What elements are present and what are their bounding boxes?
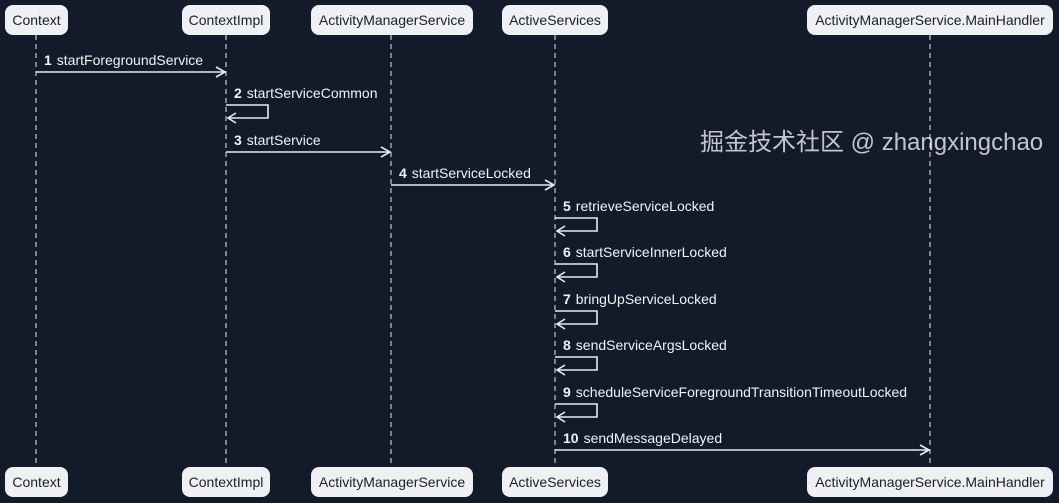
participant-contextimpl-top[interactable]: ContextImpl <box>182 5 270 35</box>
message-number: 10 <box>563 430 579 446</box>
message-label: 2 startServiceCommon <box>234 85 378 101</box>
message-number: 3 <box>234 132 242 148</box>
participant-label: ActivityManagerService.MainHandler <box>815 12 1045 28</box>
participant-label: ContextImpl <box>189 12 264 28</box>
message-8: 8 sendServiceArgsLocked <box>555 337 727 376</box>
message-label: 3 startService <box>234 132 321 148</box>
self-message-arrow <box>555 310 598 325</box>
participant-ams-top[interactable]: ActivityManagerService <box>311 5 473 35</box>
message-7: 7 bringUpServiceLocked <box>555 291 717 330</box>
participant-activeservices-top[interactable]: ActiveServices <box>502 5 608 35</box>
self-message-arrow <box>226 104 269 119</box>
message-name: bringUpServiceLocked <box>576 291 717 307</box>
participant-box <box>502 467 608 497</box>
participant-box <box>502 5 608 35</box>
message-label: 7 bringUpServiceLocked <box>563 291 717 307</box>
arrowhead-icon <box>380 146 392 158</box>
participant-label: ActiveServices <box>509 12 601 28</box>
message-number: 2 <box>234 85 242 101</box>
message-label: 6 startServiceInnerLocked <box>563 244 727 260</box>
message-number: 8 <box>563 337 571 353</box>
message-number: 1 <box>44 52 52 68</box>
message-label: 10 sendMessageDelayed <box>563 430 722 446</box>
participant-label: Context <box>12 12 60 28</box>
self-message-arrow <box>555 263 598 278</box>
message-4: 4 startServiceLocked <box>391 165 556 191</box>
message-name: startServiceInnerLocked <box>576 244 727 260</box>
participant-box <box>5 5 68 35</box>
participant-label: ContextImpl <box>189 474 264 490</box>
arrowhead-icon <box>555 318 566 330</box>
participant-box <box>807 467 1053 497</box>
participant-context-bottom[interactable]: Context <box>5 467 68 497</box>
participant-activeservices-bottom[interactable]: ActiveServices <box>502 467 608 497</box>
arrowhead-icon <box>226 112 237 124</box>
participant-mainhandler-top[interactable]: ActivityManagerService.MainHandler <box>807 5 1053 35</box>
participant-box <box>182 467 270 497</box>
message-number: 7 <box>563 291 571 307</box>
participant-context-top[interactable]: Context <box>5 5 68 35</box>
message-name: scheduleServiceForegroundTransitionTimeo… <box>576 384 907 400</box>
arrowhead-icon <box>555 411 566 423</box>
message-2: 2 startServiceCommon <box>226 85 378 124</box>
participant-label: ActivityManagerService <box>319 474 465 490</box>
participant-box <box>5 467 68 497</box>
participant-ams-bottom[interactable]: ActivityManagerService <box>311 467 473 497</box>
arrowhead-icon <box>555 225 566 237</box>
message-name: retrieveServiceLocked <box>576 198 715 214</box>
participant-label: ActivityManagerService.MainHandler <box>815 474 1045 490</box>
watermark: 掘金技术社区 @ zhangxingchao <box>700 129 1043 156</box>
participant-box <box>182 5 270 35</box>
self-message-arrow <box>555 356 598 371</box>
message-6: 6 startServiceInnerLocked <box>555 244 727 283</box>
message-10: 10 sendMessageDelayed <box>555 430 931 456</box>
participant-label: ActiveServices <box>509 474 601 490</box>
self-message-arrow <box>555 403 598 418</box>
arrowhead-icon <box>555 271 566 283</box>
message-number: 6 <box>563 244 571 260</box>
message-label: 9 scheduleServiceForegroundTransitionTime… <box>563 384 907 400</box>
participant-mainhandler-bottom[interactable]: ActivityManagerService.MainHandler <box>807 467 1053 497</box>
message-name: startService <box>247 132 321 148</box>
message-9: 9 scheduleServiceForegroundTransitionTime… <box>555 384 907 423</box>
arrowhead-icon <box>544 179 556 191</box>
message-number: 5 <box>563 198 571 214</box>
participant-contextimpl-bottom[interactable]: ContextImpl <box>182 467 270 497</box>
message-label: 1 startForegroundService <box>44 52 203 68</box>
arrowhead-icon <box>919 444 931 456</box>
message-5: 5 retrieveServiceLocked <box>555 198 714 237</box>
message-name: startServiceCommon <box>247 85 378 101</box>
message-name: startServiceLocked <box>412 165 531 181</box>
message-3: 3 startService <box>226 132 392 158</box>
message-number: 9 <box>563 384 571 400</box>
message-name: sendMessageDelayed <box>584 430 723 446</box>
arrowhead-icon <box>555 364 566 376</box>
message-label: 4 startServiceLocked <box>399 165 531 181</box>
message-name: sendServiceArgsLocked <box>576 337 727 353</box>
message-label: 5 retrieveServiceLocked <box>563 198 714 214</box>
message-1: 1 startForegroundService <box>36 52 227 78</box>
participant-label: Context <box>12 474 60 490</box>
message-number: 4 <box>399 165 407 181</box>
participant-box <box>807 5 1053 35</box>
message-label: 8 sendServiceArgsLocked <box>563 337 727 353</box>
participant-box <box>311 467 473 497</box>
participant-box <box>311 5 473 35</box>
message-name: startForegroundService <box>57 52 204 68</box>
participant-label: ActivityManagerService <box>319 12 465 28</box>
arrowhead-icon <box>215 66 227 78</box>
self-message-arrow <box>555 217 598 232</box>
